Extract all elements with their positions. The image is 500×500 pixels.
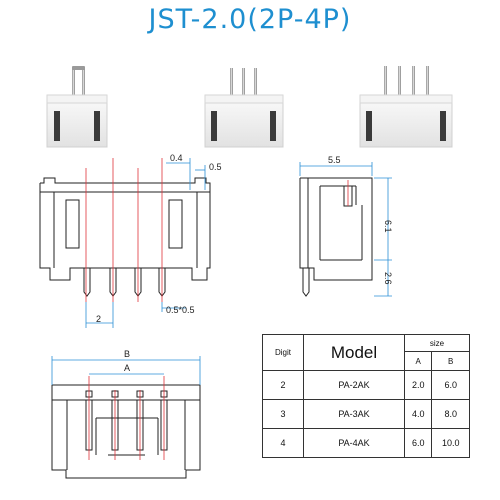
- cell-a: 6.0: [403, 428, 433, 458]
- table-row: 4 PA-4AK 6.0 10.0: [262, 428, 470, 458]
- front-view-dimension-lines: [85, 158, 206, 328]
- dimension-pin-section: 0.5*0.5: [166, 305, 195, 315]
- dimension-pin-width: 0.4: [170, 153, 183, 163]
- bottom-view-drawing: [51, 384, 201, 479]
- cell-model: PA-3AK: [303, 399, 405, 429]
- photo-2p-connector: [46, 66, 108, 148]
- header-b: B: [431, 351, 470, 371]
- dimension-pin-length: 2.6: [383, 272, 393, 285]
- photo-4p-connector: [359, 66, 453, 148]
- dimension-height: 6.1: [383, 220, 393, 233]
- front-view-centerlines: [85, 158, 163, 302]
- photo-3p-connector: [204, 68, 284, 148]
- cell-model: PA-2AK: [303, 370, 405, 400]
- model-size-table: Digit Model size A B 2 PA-2AK 2.0 6.0 3 …: [262, 334, 470, 458]
- header-model: Model: [303, 334, 405, 371]
- cell-digit: 3: [262, 399, 304, 429]
- side-view-drawing: [299, 177, 373, 297]
- bottom-view-dimension-lines: [51, 356, 201, 385]
- cell-digit: 4: [262, 428, 304, 458]
- cell-digit: 2: [262, 370, 304, 400]
- side-view-dimension-lines: [299, 162, 392, 297]
- front-view-drawing: [39, 177, 211, 297]
- cell-model: PA-4AK: [303, 428, 405, 458]
- header-size: size: [404, 334, 470, 352]
- cell-a: 2.0: [403, 370, 433, 400]
- table-row: 3 PA-3AK 4.0 8.0: [262, 399, 470, 429]
- cell-b: 8.0: [431, 399, 470, 429]
- page-title: JST-2.0(2P-4P): [148, 4, 352, 35]
- dimension-pitch: 2: [96, 314, 101, 324]
- header-digit: Digit: [262, 334, 304, 371]
- dimension-pin-offset: 0.5: [209, 162, 222, 172]
- cell-b: 6.0: [431, 370, 470, 400]
- bottom-view-centerlines: [88, 376, 165, 460]
- cell-a: 4.0: [403, 399, 433, 429]
- dimension-depth: 5.5: [328, 155, 341, 165]
- table-row: 2 PA-2AK 2.0 6.0: [262, 370, 470, 400]
- dimension-overall-b: B: [124, 349, 130, 359]
- dimension-pitch-span-a: A: [124, 363, 130, 373]
- header-a: A: [403, 351, 433, 371]
- cell-b: 10.0: [431, 428, 470, 458]
